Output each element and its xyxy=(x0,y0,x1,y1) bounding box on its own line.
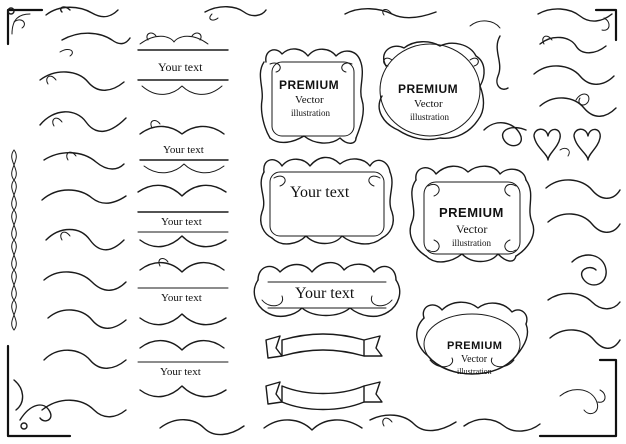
divider-column xyxy=(137,32,229,398)
left-vertical-chain-ornament xyxy=(11,149,17,331)
corner-top-left-ornament xyxy=(6,7,44,46)
divider-4-text: Your text xyxy=(161,292,202,304)
divider-2-text: Your text xyxy=(163,144,204,156)
top-flourish-row xyxy=(45,6,437,57)
frame-1-line3: illustration xyxy=(291,108,330,118)
divider-5-text: Your text xyxy=(160,366,201,378)
middle-misc-swirls xyxy=(469,20,570,157)
frame-4-line3: illustration xyxy=(457,367,492,376)
divider-1-text: Your text xyxy=(158,60,203,74)
big-frame-1-ornament xyxy=(260,156,394,245)
frame-3-title: PREMIUM xyxy=(439,205,504,220)
frame-4-line2: Vector xyxy=(461,354,488,365)
bottom-flourish-row xyxy=(159,414,541,436)
corner-bottom-left-ornament xyxy=(6,344,72,438)
ribbon-banners xyxy=(265,333,383,411)
big-frame-1-text: Your text xyxy=(290,184,350,201)
frame-4-ornament xyxy=(416,301,529,375)
frame-2-line3: illustration xyxy=(410,112,449,122)
divider-3-text: Your text xyxy=(161,216,202,228)
big-frame-2-ornament xyxy=(253,262,401,318)
frame-2-line2: Vector xyxy=(414,98,443,110)
frame-3-ornament xyxy=(409,165,535,263)
frame-2-ornament xyxy=(378,41,485,141)
big-frame-2-text: Your text xyxy=(295,285,355,302)
frame-1-ornament xyxy=(259,48,365,144)
frame-3-line2: Vector xyxy=(456,222,488,236)
frame-1-title: PREMIUM xyxy=(279,78,340,92)
frame-3-line3: illustration xyxy=(452,238,491,248)
right-column-ornaments xyxy=(483,8,621,438)
frame-4-title: PREMIUM xyxy=(447,340,503,352)
frame-2-title: PREMIUM xyxy=(398,82,459,96)
frame-1-line2: Vector xyxy=(295,94,324,106)
left-column-flourishes xyxy=(39,71,127,418)
